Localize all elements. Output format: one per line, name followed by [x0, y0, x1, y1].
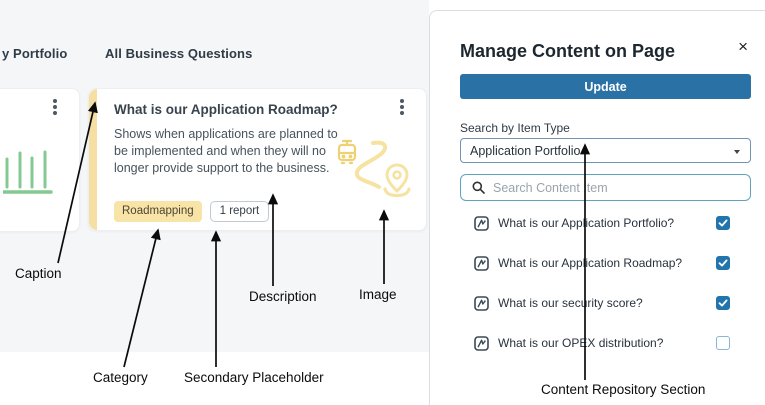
section-title-all-business-questions: All Business Questions: [105, 46, 253, 61]
checkmark-icon: [718, 219, 728, 227]
content-item-row[interactable]: What is our OPEX distribution?: [460, 323, 751, 363]
content-search-box[interactable]: [460, 174, 751, 201]
content-item-label: What is our Application Portfolio?: [498, 216, 675, 230]
item-checkbox[interactable]: [716, 216, 730, 230]
roadmap-card[interactable]: What is our Application Roadmap? Shows w…: [88, 88, 427, 231]
content-item-row[interactable]: What is our security score?: [460, 283, 751, 323]
checkmark-icon: [718, 259, 728, 267]
category-badge[interactable]: Roadmapping: [114, 201, 202, 222]
report-icon: [474, 215, 489, 231]
annotation-image: Image: [359, 287, 397, 302]
item-type-selected-value: Application Portfolio: [470, 144, 581, 158]
card-title: What is our Application Roadmap?: [114, 102, 338, 117]
item-checkbox[interactable]: [716, 256, 730, 270]
report-count-badge[interactable]: 1 report: [209, 201, 270, 222]
annotation-description: Description: [249, 289, 317, 304]
kebab-menu-icon[interactable]: [400, 105, 404, 109]
dashboard-area: y Portfolio All Business Questions What …: [0, 0, 429, 352]
caret-down-icon: [734, 150, 740, 154]
portfolio-card[interactable]: [0, 88, 80, 232]
report-icon: [474, 255, 489, 271]
annotation-category: Category: [93, 370, 148, 385]
panel-title: Manage Content on Page: [460, 41, 676, 61]
item-type-label: Search by Item Type: [460, 121, 570, 135]
search-icon: [472, 181, 485, 194]
annotation-caption: Caption: [15, 266, 62, 281]
section-title-portfolio: y Portfolio: [2, 46, 68, 61]
item-checkbox[interactable]: [716, 296, 730, 310]
bar-chart-icon: [3, 150, 53, 194]
report-icon: [474, 335, 489, 351]
item-type-dropdown[interactable]: Application Portfolio: [460, 138, 751, 163]
content-item-label: What is our OPEX distribution?: [498, 336, 664, 350]
annotation-secondary-placeholder: Secondary Placeholder: [184, 370, 324, 385]
card-badges: Roadmapping 1 report: [114, 201, 270, 222]
content-item-label: What is our Application Roadmap?: [498, 256, 683, 270]
roadmap-illustration-image: [337, 139, 411, 198]
content-item-row[interactable]: What is our Application Portfolio?: [460, 203, 751, 243]
update-button[interactable]: Update: [460, 74, 751, 99]
card-accent-strip: [89, 89, 97, 230]
checkmark-icon: [718, 299, 728, 307]
content-item-row[interactable]: What is our Application Roadmap?: [460, 243, 751, 283]
content-item-list: What is our Application Portfolio? What …: [460, 203, 751, 363]
close-icon[interactable]: ×: [738, 37, 748, 56]
item-checkbox[interactable]: [716, 336, 730, 350]
kebab-menu-icon[interactable]: [53, 105, 57, 109]
content-item-label: What is our security score?: [498, 296, 643, 310]
card-description: Shows when applications are planned to b…: [114, 127, 338, 175]
annotation-content-repository: Content Repository Section: [541, 382, 706, 397]
report-icon: [474, 295, 489, 311]
content-search-input[interactable]: [493, 180, 742, 195]
manage-content-panel: Manage Content on Page × Update Search b…: [429, 10, 765, 405]
